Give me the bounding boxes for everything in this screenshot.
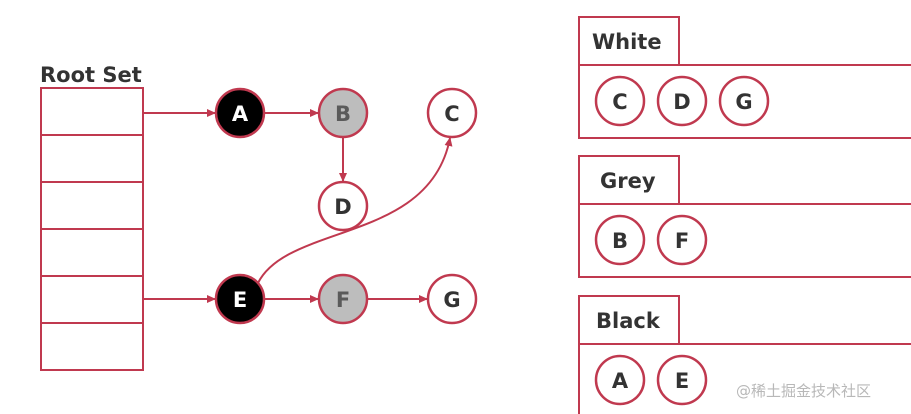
member-circle — [594, 354, 646, 406]
set-title: White — [592, 30, 662, 54]
node-circle — [317, 180, 369, 232]
member-circle — [656, 354, 708, 406]
node-circle — [214, 273, 266, 325]
set-member-b: B — [594, 214, 646, 266]
member-label: B — [612, 229, 628, 253]
node-circle — [317, 87, 369, 139]
node-circle — [426, 87, 478, 139]
set-tab — [578, 295, 680, 345]
member-label: F — [675, 229, 689, 253]
set-member-g: G — [718, 75, 770, 127]
member-label: E — [675, 369, 689, 393]
node-label: C — [444, 102, 459, 126]
member-circle — [594, 214, 646, 266]
root-set-label: Root Set — [40, 63, 142, 87]
set-member-d: D — [656, 75, 708, 127]
set-member-c: C — [594, 75, 646, 127]
node-circle — [214, 87, 266, 139]
set-title: Black — [596, 309, 661, 333]
edge-e-to-c — [257, 137, 453, 284]
node-g: G — [426, 273, 478, 325]
node-b: B — [317, 87, 369, 139]
node-circle — [426, 273, 478, 325]
node-label: B — [335, 102, 351, 126]
root-set-slot — [40, 275, 144, 324]
node-label: D — [334, 195, 351, 219]
node-label: G — [443, 288, 460, 312]
node-label: A — [232, 102, 249, 126]
set-box — [578, 203, 911, 278]
set-member-a: A — [594, 354, 646, 406]
root-set-stack — [40, 87, 144, 371]
member-label: D — [673, 90, 690, 114]
member-circle — [656, 214, 708, 266]
member-label: A — [612, 369, 629, 393]
root-set-slot — [40, 87, 144, 136]
node-d: D — [317, 180, 369, 232]
set-member-e: E — [656, 354, 708, 406]
member-circle — [656, 75, 708, 127]
node-label: E — [233, 288, 247, 312]
set-box — [578, 64, 911, 139]
set-member-f: F — [656, 214, 708, 266]
watermark: @稀土掘金技术社区 — [736, 382, 871, 400]
set-title: Grey — [600, 169, 656, 193]
member-label: G — [735, 90, 752, 114]
set-tab — [578, 16, 680, 66]
node-c: C — [426, 87, 478, 139]
root-set-slot — [40, 134, 144, 183]
node-f: F — [317, 273, 369, 325]
reference-edges — [143, 109, 453, 303]
root-set-slot — [40, 322, 144, 371]
member-circle — [718, 75, 770, 127]
root-set-slot — [40, 228, 144, 277]
node-a: A — [214, 87, 266, 139]
node-label: F — [336, 288, 350, 312]
node-circle — [317, 273, 369, 325]
set-box — [578, 343, 911, 414]
member-label: C — [612, 90, 627, 114]
member-circle — [594, 75, 646, 127]
object-nodes: A B C D E F G — [214, 87, 478, 325]
root-set-slot — [40, 181, 144, 230]
node-e: E — [214, 273, 266, 325]
